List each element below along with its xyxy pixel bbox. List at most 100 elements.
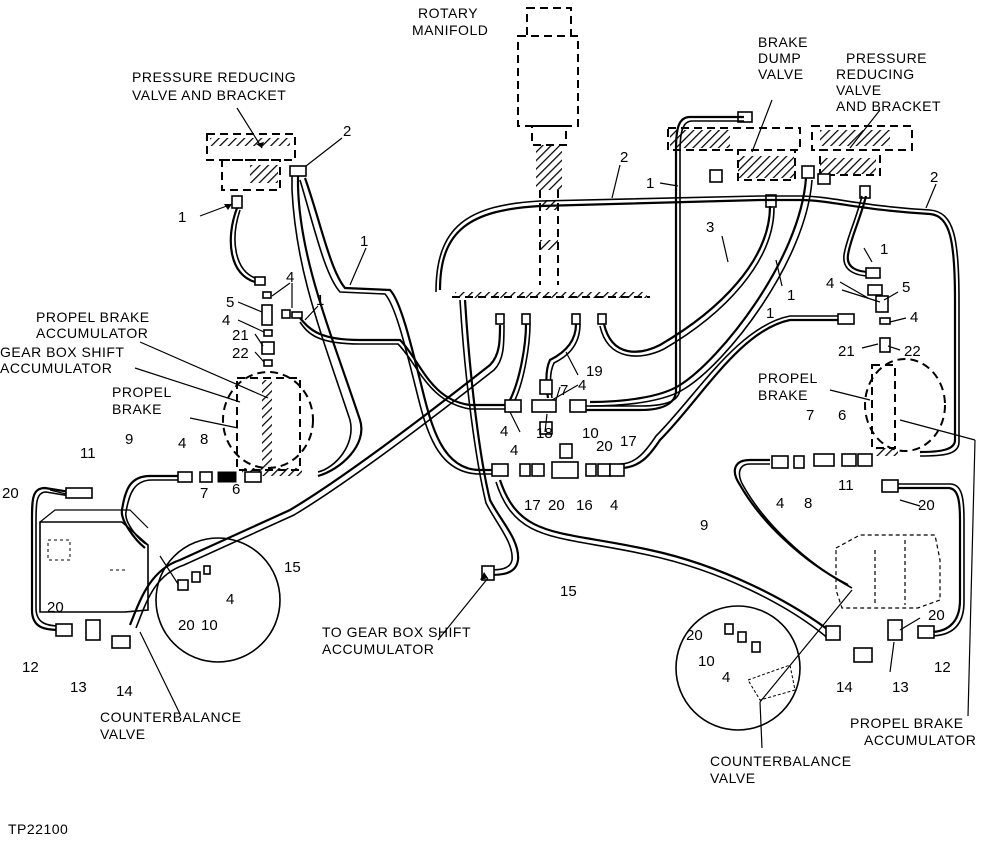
left-propel-brake-accumulator-label-1: PROPEL BRAKE [36,309,150,325]
right-propel-brake-label-2: BRAKE [758,387,808,403]
callout-4: 4 [510,442,518,459]
left-prv-label-2: VALVE AND BRACKET [132,87,286,103]
callout-4: 4 [722,669,730,686]
right-brake-dump-and-reducing-valve-bracket [667,111,913,208]
callout-8: 8 [804,495,812,512]
callout-1: 1 [178,209,186,226]
callout-4: 4 [178,435,186,452]
callout-8: 8 [200,431,208,448]
callout-15: 15 [560,583,577,600]
callout-6: 6 [838,407,846,424]
right-prv-label-3: VALVE [836,82,882,98]
left-counterbalance-valve-label-2: VALVE [100,726,146,742]
left-propel-brake-label-2: BRAKE [112,401,162,417]
arrowheads [224,142,488,580]
callout-21: 21 [232,327,249,344]
component-labels: ROTARY MANIFOLD BRAKE DUMP VALVE PRESSUR… [0,5,976,837]
callout-5: 5 [226,294,234,311]
right-propel-brake [864,358,946,456]
left-propel-brake [222,371,314,476]
callout-9: 9 [700,517,708,534]
left-counterbalance-valve [39,509,149,613]
callout-12: 12 [934,659,951,676]
callout-22: 22 [904,343,921,360]
callout-21: 21 [838,343,855,360]
callout-12: 12 [22,659,39,676]
callout-4: 4 [222,312,230,329]
callout-3: 3 [706,219,714,236]
right-prv-label-2: REDUCING [836,66,915,82]
callout-10: 10 [698,653,715,670]
callout-13: 13 [892,679,909,696]
to-gear-box-label-1: TO GEAR BOX SHIFT [322,624,471,640]
callout-7: 7 [200,485,208,502]
callout-6: 6 [232,481,240,498]
callout-4: 4 [776,495,784,512]
gear-box-shift-accumulator-label-2: ACCUMULATOR [0,360,112,376]
callout-19: 19 [586,363,603,380]
leader-lines [49,99,976,749]
callout-20: 20 [2,485,19,502]
rotary-manifold-label-2: MANIFOLD [412,22,488,38]
rotary-manifold-label-1: ROTARY [418,5,478,21]
callout-13: 13 [70,679,87,696]
right-propel-brake-accumulator-label-2: ACCUMULATOR [864,732,976,748]
callout-2: 2 [930,169,938,186]
callout-4: 4 [286,269,294,286]
left-propel-brake-label-1: PROPEL [112,384,172,400]
callout-10: 10 [201,617,218,634]
right-prv-label-1: PRESSURE [846,50,927,66]
right-propel-brake-accumulator-label-1: PROPEL BRAKE [850,715,964,731]
callout-16: 16 [576,497,593,514]
left-detail-circle [155,537,281,663]
callout-14: 14 [116,683,133,700]
to-gear-box-label-2: ACCUMULATOR [322,641,434,657]
callout-20: 20 [596,438,613,455]
callout-1: 1 [766,305,774,322]
callout-11: 11 [80,445,96,462]
right-detail-circle [675,605,801,731]
callout-2: 2 [620,149,628,166]
callout-17: 17 [620,433,637,450]
callout-4: 4 [610,497,618,514]
callout-18: 18 [536,425,553,442]
callout-1: 1 [646,175,654,192]
callout-4: 4 [500,423,508,440]
hydraulic-lines [30,115,965,641]
callout-4: 4 [826,275,834,292]
callout-1: 1 [880,241,888,258]
right-counterbalance-valve-label-1: COUNTERBALANCE [710,753,852,769]
callout-11: 11 [838,477,854,494]
brake-dump-valve-label-3: VALVE [758,66,804,82]
brake-dump-valve-label-1: BRAKE [758,34,808,50]
callout-22: 22 [232,345,249,362]
brake-dump-valve-label-2: DUMP [758,50,801,66]
callout-1: 1 [360,233,368,250]
right-counterbalance-valve-label-2: VALVE [710,770,756,786]
callout-2: 2 [343,123,351,140]
callout-9: 9 [125,431,133,448]
gear-box-shift-accumulator-label-1: GEAR BOX SHIFT [0,344,124,360]
right-propel-brake-label-1: PROPEL [758,370,818,386]
callout-20: 20 [548,497,565,514]
callout-7: 7 [560,382,568,399]
callout-20: 20 [47,599,64,616]
callout-5: 5 [902,279,910,296]
left-counterbalance-valve-label-1: COUNTERBALANCE [100,709,242,725]
callout-4: 4 [226,591,234,608]
callout-15: 15 [284,559,301,576]
right-prv-label-4: AND BRACKET [836,98,941,114]
right-counterbalance-valve [835,534,941,609]
callout-20: 20 [686,627,703,644]
figure-id: TP22100 [8,821,68,837]
left-prv-label-1: PRESSURE REDUCING [132,69,296,85]
fittings [55,267,935,663]
left-propel-brake-accumulator-label-2: ACCUMULATOR [36,325,148,341]
callout-numbers: 2 1 1 4 1 5 4 21 22 9 4 8 7 6 11 20 15 2… [2,123,951,700]
left-pressure-reducing-valve-bracket [206,133,307,209]
callout-1: 1 [787,287,795,304]
callout-20: 20 [918,497,935,514]
callout-7: 7 [806,407,814,424]
